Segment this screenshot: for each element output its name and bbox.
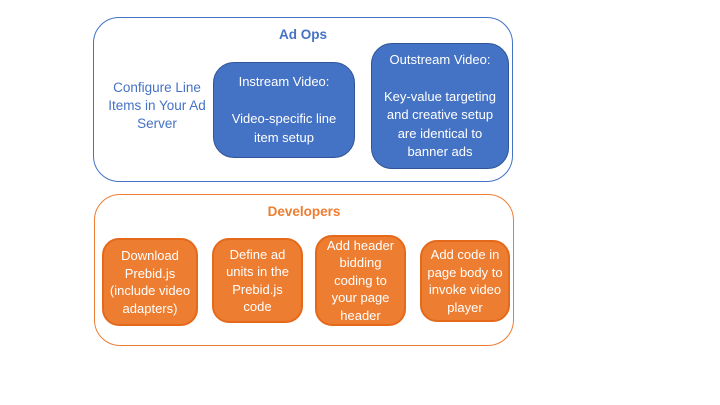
- define-ad-units-box: Define ad units in the Prebid.js code: [212, 238, 303, 323]
- ad-ops-group-title: Ad Ops: [278, 27, 327, 42]
- outstream-video-box: Outstream Video: Key-value targeting and…: [371, 43, 509, 169]
- developers-group-title: Developers: [267, 204, 341, 219]
- add-page-body-code-box: Add code in page body to invoke video pl…: [420, 240, 510, 322]
- instream-video-box: Instream Video: Video-specific line item…: [213, 62, 355, 158]
- configure-line-items-note: Configure Line Items in Your Ad Server: [108, 80, 206, 131]
- download-prebid-box: Download Prebid.js (include video adapte…: [102, 238, 198, 326]
- add-header-bidding-box: Add header bidding coding to your page h…: [315, 235, 406, 326]
